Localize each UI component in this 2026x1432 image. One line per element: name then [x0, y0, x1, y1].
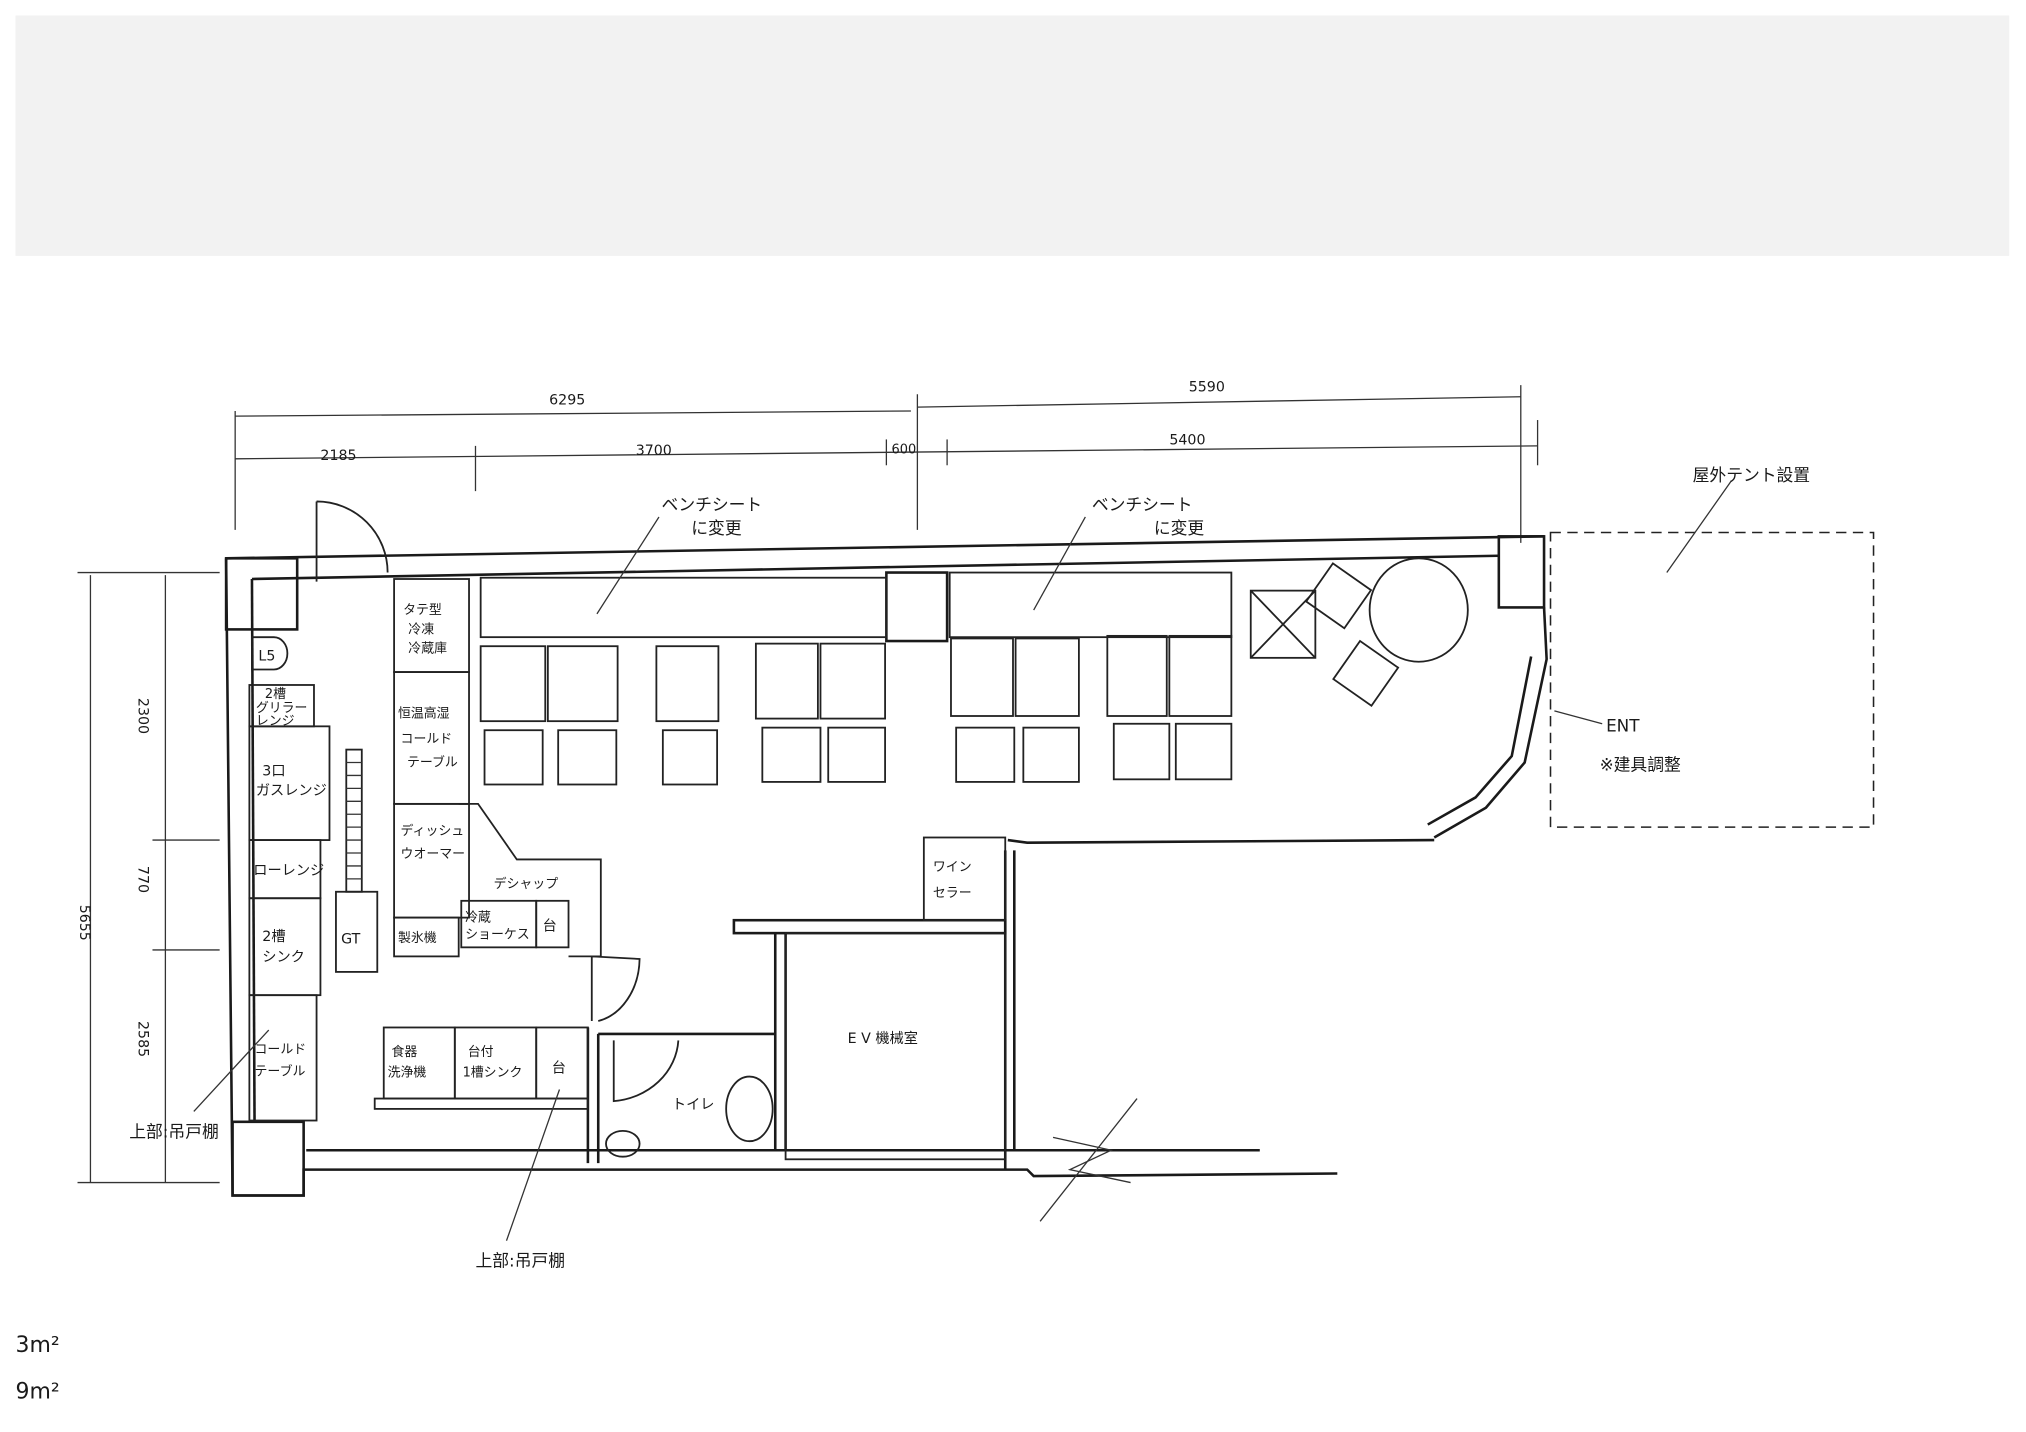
dim-6295: 6295 — [549, 393, 585, 409]
label-ice-maker: 製氷機 — [398, 931, 437, 946]
dimension-lines — [77, 385, 1539, 1184]
label-cold-table-2: テーブル — [255, 1063, 306, 1079]
label-stand-2: 台 — [552, 1060, 566, 1077]
label-l5: L5 — [258, 648, 275, 664]
label-toilet: トイレ — [672, 1097, 715, 1113]
label-cold-table-1: コールド — [255, 1042, 307, 1057]
label-fridge-1: タテ型 — [403, 603, 442, 618]
dim-5655: 5655 — [76, 905, 92, 941]
label-gt: GT — [341, 931, 360, 947]
label-low-range: ローレンジ — [253, 863, 324, 879]
annotation-upper-cabinet-bottom: 上部:吊戸棚 — [475, 1251, 565, 1271]
bench-seat — [479, 576, 888, 639]
label-stand: 台 — [543, 918, 557, 935]
label-gas-range-1: 3口 — [262, 763, 285, 779]
label-sink-2: シンク — [262, 949, 305, 966]
label-grill-range-3: レンジ — [256, 714, 295, 729]
annotation-area-3: 3m² — [16, 1333, 60, 1358]
label-grill-range-2: グリラー — [256, 701, 308, 716]
label-wine-cellar-2: セラー — [933, 886, 972, 901]
label-dishwasher-1: 食器 — [392, 1044, 418, 1060]
annotation-fixture-adjust: ※建具調整 — [1600, 754, 1681, 774]
label-dishwasher-2: 洗浄機 — [388, 1066, 427, 1081]
kitchen-fixtures — [248, 578, 1007, 1161]
leader-lines — [193, 480, 1732, 1241]
tables — [479, 634, 1233, 723]
annotation-area-9: 9m² — [16, 1379, 60, 1404]
annotation-bench-2a: ベンチシート — [1092, 495, 1193, 515]
break-line — [1039, 1098, 1138, 1222]
label-gas-range-2: ガスレンジ — [256, 782, 327, 799]
label-sink-stand-2: 1槽シンク — [463, 1066, 523, 1081]
label-sink-1: 2槽 — [262, 928, 285, 945]
label-wine-cellar-1: ワイン — [933, 860, 972, 875]
label-humidity-3: テーブル — [407, 754, 458, 770]
dim-2300: 2300 — [134, 698, 150, 734]
annotation-upper-cabinet-left: 上部:吊戸棚 — [129, 1121, 219, 1141]
label-dishup: デシャップ — [494, 876, 559, 892]
annotation-entrance: ENT — [1606, 716, 1640, 736]
label-humidity-1: 恒温高湿 — [398, 705, 450, 721]
dim-770: 770 — [134, 866, 150, 893]
label-dish-warmer-1: ディッシュ — [401, 823, 465, 839]
chairs — [483, 722, 1233, 786]
outdoor-tent-area — [1549, 531, 1875, 828]
label-sink-stand-1: 台付 — [468, 1045, 494, 1060]
annotation-bench-1a: ベンチシート — [662, 495, 763, 515]
dim-2585: 2585 — [134, 1021, 150, 1057]
label-ev-room: E V 機械室 — [848, 1030, 918, 1047]
label-fridge-3: 冷蔵庫 — [408, 642, 447, 657]
dim-2185: 2185 — [320, 448, 356, 464]
label-showcase-2: ショーケス — [465, 927, 530, 942]
annotation-outdoor-tent: 屋外テント設置 — [1693, 465, 1810, 485]
dim-600: 600 — [892, 443, 917, 458]
bench-seat — [948, 571, 1233, 639]
label-dish-warmer-2: ウオーマー — [401, 847, 466, 862]
scan-header-band — [15, 15, 2010, 256]
label-grill-range-1: 2槽 — [265, 687, 286, 702]
annotation-bench-1b: に変更 — [691, 518, 742, 538]
dim-5400: 5400 — [1169, 433, 1205, 449]
label-humidity-2: コールド — [401, 732, 453, 747]
dim-3700: 3700 — [636, 443, 672, 459]
dining-area — [479, 557, 1469, 786]
annotation-bench-2b: に変更 — [1154, 518, 1205, 538]
dim-5590: 5590 — [1189, 380, 1225, 396]
label-showcase-1: 冷蔵 — [465, 910, 491, 925]
label-fridge-2: 冷凍 — [408, 621, 434, 637]
